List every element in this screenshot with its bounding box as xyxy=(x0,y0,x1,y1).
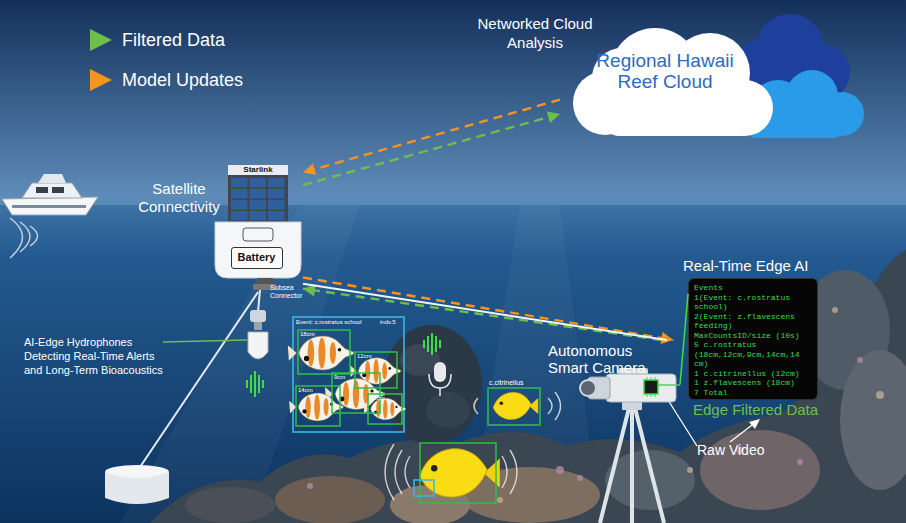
legend-swatch xyxy=(88,68,114,92)
reef xyxy=(150,250,906,523)
event-line: 1 z.flavescens (18cm) xyxy=(694,378,812,388)
legend-triangle xyxy=(90,29,112,51)
event-line: 5 c.rostratus (18cm,12cm,9cm,14cm,14 cm) xyxy=(694,340,812,369)
annotation: Edge Filtered Data xyxy=(693,401,853,418)
arrowhead xyxy=(661,332,674,344)
buoy-shape xyxy=(213,165,303,290)
part-label: Subsea Connector xyxy=(270,284,306,300)
callout-text: AI-Edge Hydrophones Detecting Real-Time … xyxy=(24,335,166,377)
event-line: 1(Event: c.rostratus school) xyxy=(694,293,812,312)
annotation: Raw Video xyxy=(697,442,777,458)
detection-tag: Event: c.rostratus school xyxy=(296,319,386,326)
cloud-node: Regional Hawaii Reef Cloud xyxy=(560,18,845,138)
annotation: Satellite Connectivity xyxy=(132,180,226,216)
arrowhead xyxy=(749,419,760,429)
legend-triangle xyxy=(90,69,112,91)
size-tag: 18cm xyxy=(300,331,315,338)
annotation: Networked Cloud Analysis xyxy=(474,14,596,52)
battery-box: Battery xyxy=(231,247,283,269)
model-update-arrow xyxy=(303,278,673,344)
arrowhead xyxy=(547,111,560,123)
model-update-arrow xyxy=(303,100,560,175)
edge-ai-panel: Events1(Event: c.rostratus school)2(Even… xyxy=(688,278,818,400)
tripod xyxy=(600,404,664,523)
model-update-arrow-line xyxy=(303,100,560,173)
panel-heading: Real-Time Edge AI xyxy=(683,257,833,274)
fish xyxy=(288,336,538,497)
event-line: Events xyxy=(694,283,812,293)
event-line: 7 Total xyxy=(694,388,812,398)
size-tag: 12cm xyxy=(357,353,372,360)
cloud-label: Regional Hawaii Reef Cloud xyxy=(595,50,735,92)
event-line: 2(Event: z.flavescens feeding) xyxy=(694,312,812,331)
event-line: MaxCountsID/size (10s) xyxy=(694,331,812,341)
size-tag: 14cm xyxy=(298,387,313,394)
filtered-data-arrow-line xyxy=(303,114,560,185)
legend-text: Model Updates xyxy=(122,69,243,91)
event-line: 1 c.citrinellus (12cm) xyxy=(694,369,812,379)
camera-node: Autonomous Smart Camera xyxy=(548,340,680,402)
filtered-data-arrow xyxy=(303,111,560,185)
subsea-cable xyxy=(303,284,667,340)
size-tag: 9cm xyxy=(334,374,345,381)
leader-connector xyxy=(680,294,688,385)
detection-tag: indv.5 xyxy=(380,319,404,326)
starlink-label: Starlink xyxy=(228,165,288,175)
sound-waves xyxy=(385,392,561,500)
filtered-data-arrow-line xyxy=(303,289,662,340)
camera-heading: Autonomous Smart Camera xyxy=(548,342,648,376)
event-list: Events1(Event: c.rostratus school)2(Even… xyxy=(694,283,812,397)
detection-box xyxy=(296,330,540,503)
arrowhead xyxy=(303,285,316,297)
leader-line xyxy=(668,400,697,446)
leader-connector-line xyxy=(680,294,688,385)
size-tag: 14cm xyxy=(370,395,385,402)
buoy-node: StarlinkBattery xyxy=(213,165,303,290)
detection-box xyxy=(414,480,434,496)
filtered-data-arrow xyxy=(303,285,662,340)
leader-line xyxy=(163,340,247,342)
battery-label: Battery xyxy=(232,251,281,264)
legend-swatch xyxy=(88,28,114,52)
boat xyxy=(2,174,98,258)
legend-text: Filtered Data xyxy=(122,29,225,51)
mooring xyxy=(105,290,268,504)
subsea-cable-line xyxy=(303,284,667,340)
arrowhead xyxy=(303,163,316,175)
microphone xyxy=(429,362,451,396)
model-update-arrow-line xyxy=(303,278,673,341)
detection-tag: c.citrinellus xyxy=(489,379,524,387)
